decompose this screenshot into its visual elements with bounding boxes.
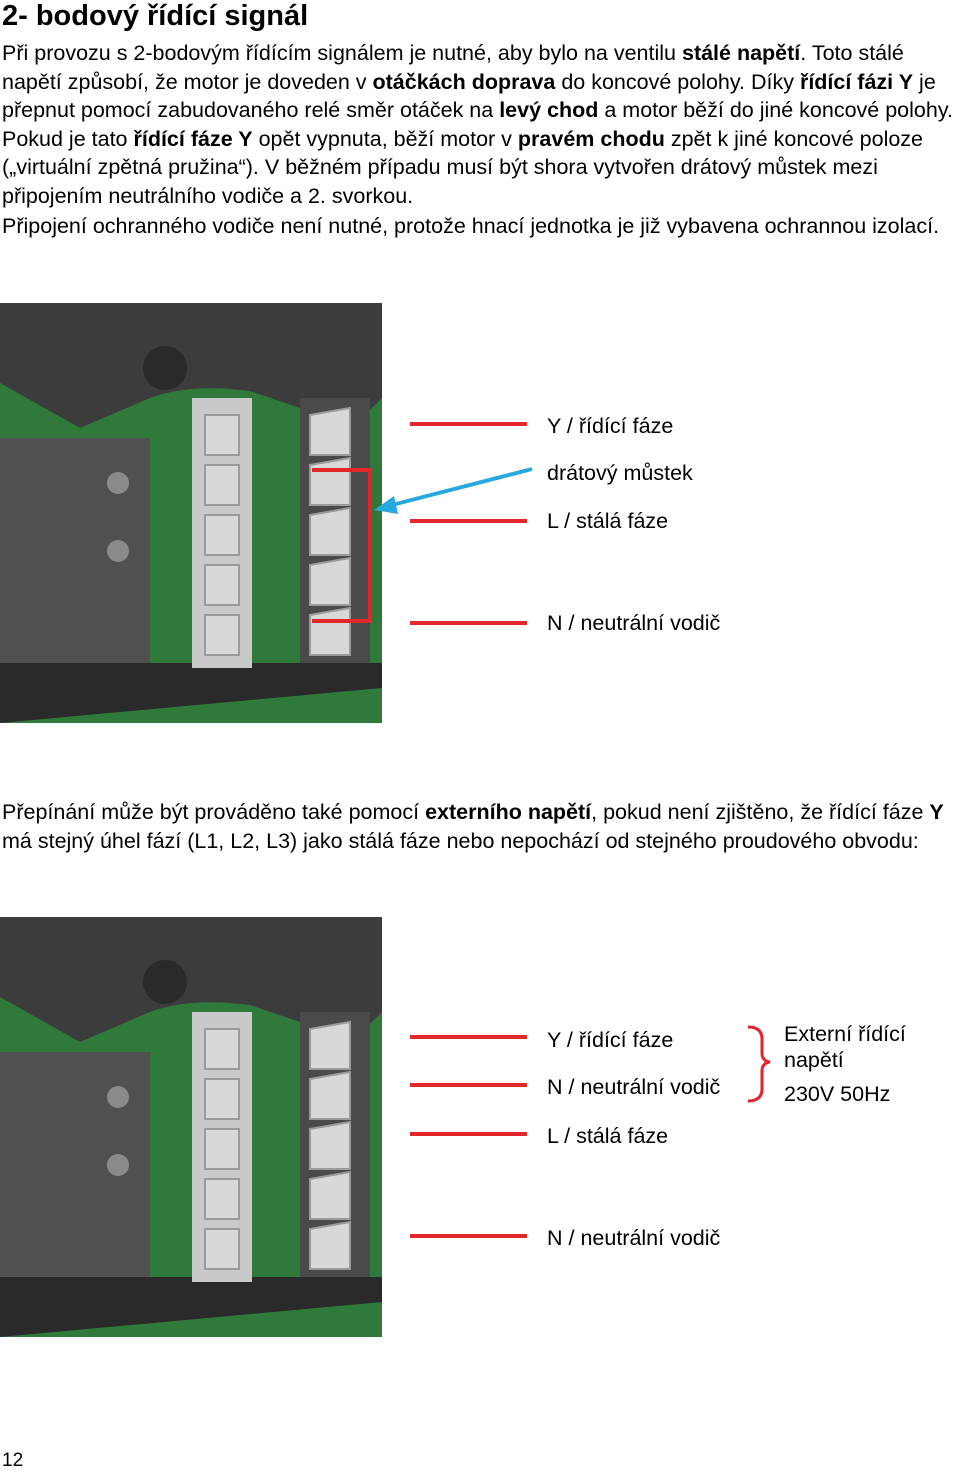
label-n-neutral-external: N / neutrální vodič [547, 1075, 721, 1099]
p1-run-11: pravém chodu [517, 126, 665, 151]
page-number: 12 [2, 1450, 24, 1471]
relay-block [0, 438, 150, 678]
external-voltage-brace [747, 1025, 771, 1103]
wire-lines-1 [312, 422, 527, 625]
p1-run-3: otáčkách doprava [372, 69, 556, 94]
relay-screw-bottom [107, 1154, 129, 1176]
relay-block [0, 1052, 150, 1292]
bridge-arrow [374, 467, 533, 514]
wire-lines-2 [410, 1035, 527, 1238]
label-l-permanent-phase: L / stálá fáze [547, 509, 669, 533]
protective-conductor-paragraph: Připojení ochranného vodiče není nutné, … [2, 214, 940, 238]
page-heading: 2- bodový řídící signál [2, 0, 309, 32]
relay-screw-top [107, 1086, 129, 1108]
relay-screw-bottom [107, 540, 129, 562]
p3-run-2: , pokud není zjištěno, že řídící fáze [591, 800, 930, 824]
housing-bottom [0, 1277, 382, 1337]
p1-run-4: do koncové polohy. Díky [555, 69, 800, 94]
external-voltage-rating: 230V 50Hz [784, 1082, 891, 1106]
p1-run-5: řídící fázi Y [799, 69, 914, 94]
wiring-figure-external: Y / řídící fáze N / neutrální vodič L / … [0, 917, 960, 1337]
p3-run-3: Y [929, 800, 944, 824]
terminal-slots [204, 406, 351, 656]
p1-run-7: levý chod [499, 98, 599, 122]
terminal-slots [204, 1020, 351, 1270]
label-n-neutral: N / neutrální vodič [547, 611, 721, 635]
p3-run-4: má stejný úhel fází (L1, L2, L3) jako st… [2, 828, 919, 853]
p1-run-8: a motor běží do jiné koncové polohy. Pok… [2, 98, 953, 151]
housing-screw-hole [143, 346, 187, 390]
p1-run-12: zpět k jiné koncové poloze („virtuální z… [2, 126, 924, 208]
relay-screw-top [107, 472, 129, 494]
intro-paragraph: Při provozu s 2-bodovým řídícím signálem… [2, 39, 958, 210]
housing-screw-hole [143, 960, 187, 1004]
label-wire-bridge: drátový můstek [547, 461, 693, 485]
housing-bottom [0, 663, 382, 723]
label-y-control-phase: Y / řídící fáze [547, 1028, 674, 1052]
label-n-neutral: N / neutrální vodič [547, 1226, 721, 1250]
housing-top [0, 917, 382, 1043]
label-y-control-phase: Y / řídící fáze [547, 414, 674, 438]
p1-run-9: řídící fáze Y [133, 126, 253, 151]
p1-run-6: je přepnut pomocí zabudovaného relé směr… [2, 69, 936, 123]
label-l-permanent-phase: L / stálá fáze [547, 1124, 669, 1148]
p1-run-2: . Toto stálé napětí způsobí, že motor je… [2, 41, 904, 94]
external-voltage-label: Externí řídící napětí [784, 1022, 906, 1072]
terminal-block-photo-1 [0, 303, 533, 723]
external-voltage-paragraph: Přepínání může být prováděno také pomocí… [2, 798, 958, 855]
p1-run-10: opět vypnuta, běží motor v [252, 126, 518, 151]
p1-run-1: stálé napětí [681, 41, 801, 65]
p3-run-0: Přepínání může být prováděno také pomocí [2, 800, 426, 824]
terminal-block-photo-2 [0, 917, 771, 1337]
wiring-figure-internal: Y / řídící fáze drátový můstek L / stálá… [0, 303, 960, 723]
housing-top [0, 303, 382, 429]
p3-run-1: externího napětí [425, 800, 592, 824]
p1-run-0: Při provozu s 2-bodovým řídícím signálem… [2, 41, 682, 65]
